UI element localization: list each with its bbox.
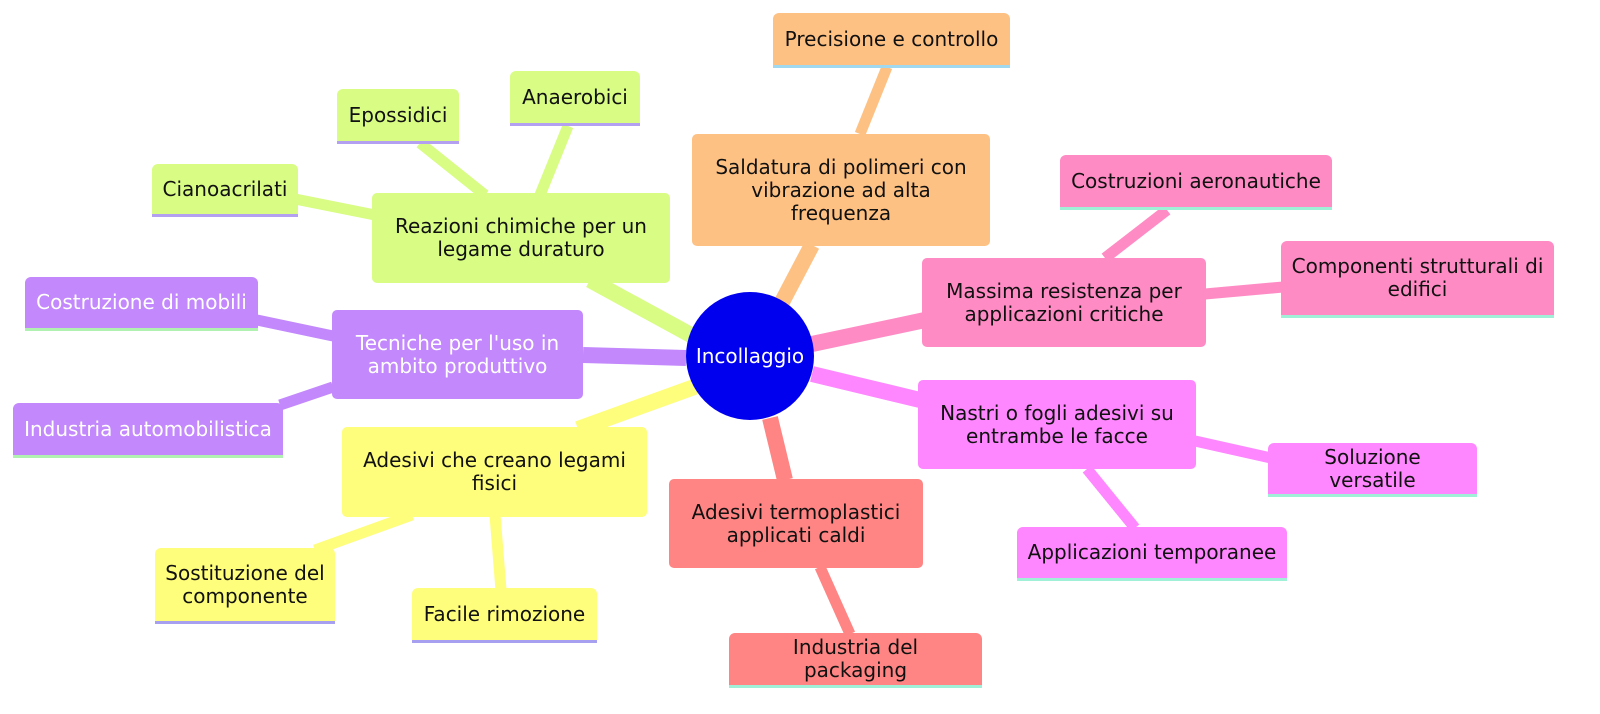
- node-chemical-reactions[interactable]: Reazioni chimiche per un legame duraturo: [372, 193, 670, 283]
- node-structural-label: Massima resistenza per applicazioni crit…: [946, 278, 1182, 326]
- node-ultrasonic-welding[interactable]: Saldatura di polimeri con vibrazione ad …: [692, 134, 990, 246]
- edge-root-ultrasonic: [774, 241, 820, 306]
- node-physical-label: Adesivi che creano legami fisici: [363, 448, 626, 495]
- leaf-versatile-label: Soluzione versatile: [1324, 444, 1421, 492]
- edge-root-structural: [810, 312, 927, 352]
- node-chemical-label: Reazioni chimiche per un legame duraturo: [395, 214, 647, 261]
- leaf-cianoacrilati[interactable]: Cianoacrilati: [152, 164, 298, 217]
- edge-chemical-anaerobici: [534, 123, 574, 198]
- leaf-aeronautiche-label: Costruzioni aeronautiche: [1071, 168, 1321, 193]
- node-tape[interactable]: Nastri o fogli adesivi su entrambe le fa…: [918, 380, 1196, 469]
- node-physical[interactable]: Adesivi che creano legami fisici: [342, 427, 647, 517]
- node-hotmelt[interactable]: Adesivi termoplastici applicati caldi: [669, 479, 923, 568]
- leaf-mobili-label: Costruzione di mobili: [36, 290, 247, 314]
- leaf-precisione-label: Precisione e controllo: [784, 26, 999, 51]
- leaf-aeronautiche[interactable]: Costruzioni aeronautiche: [1060, 155, 1332, 210]
- leaf-mobili[interactable]: Costruzione di mobili: [25, 277, 258, 331]
- edge-root-tape: [810, 366, 922, 408]
- edge-structural-edifici: [1204, 281, 1284, 300]
- root-label: Incollaggio: [695, 344, 805, 368]
- edge-root-physical: [575, 378, 700, 437]
- edge-physical-rimozione: [489, 514, 507, 591]
- node-ultrasonic-label: Saldatura di polimeri con vibrazione ad …: [715, 154, 967, 225]
- leaf-epossidici-label: Epossidici: [348, 102, 448, 127]
- leaf-automobilistica-label: Industria automobilistica: [24, 416, 272, 441]
- leaf-temporanee-label: Applicazioni temporanee: [1027, 540, 1277, 564]
- leaf-sostituzione[interactable]: Sostituzione del componente: [155, 548, 335, 624]
- leaf-automobilistica[interactable]: Industria automobilistica: [13, 403, 283, 458]
- edge-structural-aero: [1101, 205, 1171, 263]
- leaf-precisione[interactable]: Precisione e controllo: [773, 13, 1010, 68]
- leaf-packaging-label: Industria del packaging: [792, 635, 919, 682]
- edge-tape-versatile: [1193, 435, 1273, 464]
- edge-industrial-auto: [278, 381, 335, 411]
- leaf-cianoacrilati-label: Cianoacrilati: [162, 176, 288, 201]
- edge-physical-sostituzione: [313, 509, 414, 556]
- leaf-epossidici[interactable]: Epossidici: [337, 89, 459, 144]
- leaf-versatile[interactable]: Soluzione versatile: [1268, 443, 1477, 497]
- leaf-temporanee[interactable]: Applicazioni temporanee: [1017, 527, 1287, 581]
- edge-hotmelt-packaging: [814, 564, 856, 637]
- leaf-anaerobici-label: Anaerobici: [522, 84, 628, 109]
- node-structural[interactable]: Massima resistenza per applicazioni crit…: [922, 258, 1206, 347]
- edge-chemical-cianoacrilati: [293, 193, 377, 221]
- edge-industrial-mobili: [255, 314, 335, 342]
- leaf-packaging[interactable]: Industria del packaging: [729, 633, 982, 688]
- leaf-rimozione[interactable]: Facile rimozione: [412, 588, 597, 643]
- edge-root-chemical: [586, 272, 704, 348]
- leaf-sostituzione-label: Sostituzione del componente: [165, 560, 325, 608]
- edge-root-industrial: [582, 347, 687, 366]
- edge-root-hotmelt: [762, 416, 793, 482]
- node-hotmelt-label: Adesivi termoplastici applicati caldi: [691, 499, 901, 547]
- leaf-edifici-label: Componenti strutturali di edifici: [1291, 254, 1544, 301]
- edge-chemical-epossidici: [416, 138, 489, 200]
- leaf-anaerobici[interactable]: Anaerobici: [510, 71, 640, 126]
- leaf-edifici[interactable]: Componenti strutturali di edifici: [1281, 241, 1554, 318]
- leaf-rimozione-label: Facile rimozione: [423, 601, 586, 626]
- edge-tape-temporanee: [1082, 465, 1140, 532]
- root-node[interactable]: Incollaggio: [686, 292, 814, 420]
- edge-ultrasonic-precision: [854, 64, 893, 137]
- node-industrial[interactable]: Tecniche per l'uso in ambito produttivo: [332, 310, 583, 399]
- node-industrial-label: Tecniche per l'uso in ambito produttivo: [355, 330, 560, 378]
- node-tape-label: Nastri o fogli adesivi su entrambe le fa…: [940, 400, 1174, 448]
